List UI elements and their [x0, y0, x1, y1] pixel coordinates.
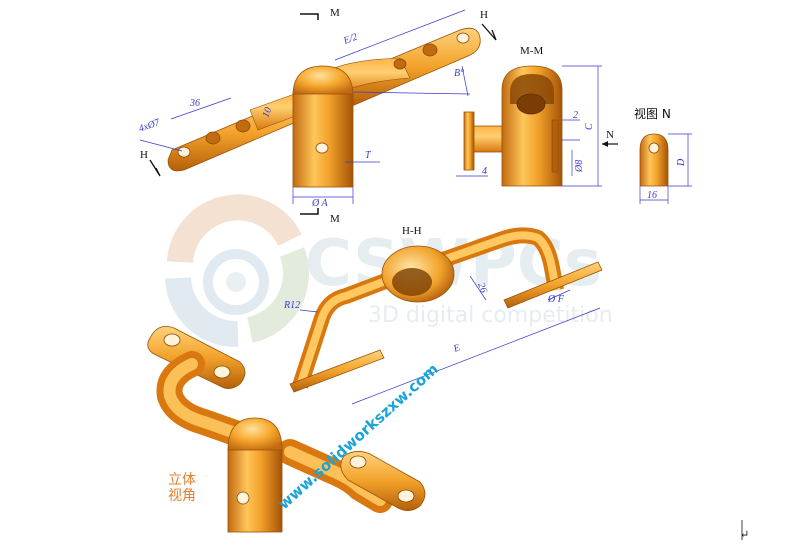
section-arrow-icon	[300, 208, 319, 215]
view-3d-label-1: 立体	[168, 472, 196, 488]
hh-dim-26: 26	[475, 281, 489, 294]
hh-dim-e: E	[451, 342, 462, 355]
hh-left-foot	[289, 349, 385, 393]
section-arrow-icon	[481, 23, 497, 41]
watermark-logo-icon	[165, 194, 309, 348]
n-arrowhead-icon	[602, 141, 608, 147]
hh-dimension-lines	[299, 275, 601, 405]
mm-dim-c: C	[584, 123, 595, 130]
hh-title: H-H	[402, 225, 422, 237]
mm-stub	[473, 125, 503, 153]
3d-hole-icon	[349, 455, 367, 469]
section-m-bottom: M	[330, 213, 340, 225]
view-n-title: 视图 N	[634, 106, 671, 121]
3d-upper-tube-highlight	[163, 358, 244, 440]
section-m-top: M	[330, 7, 340, 19]
mm-dim-2: 2	[573, 110, 578, 121]
post-hole-icon	[315, 142, 329, 154]
view-3d-label-2: 视角	[168, 488, 196, 504]
arrow-n-label: N	[606, 129, 614, 141]
mm-flange	[463, 111, 475, 171]
section-view-hh: H-H R12 26 Ø F E	[283, 225, 603, 405]
section-h-left: H	[140, 149, 148, 161]
view-n-hole-icon	[648, 142, 660, 154]
view-n-tab	[639, 133, 669, 187]
mm-dim-4: 4	[482, 166, 487, 177]
mm-cavity	[510, 74, 554, 104]
view-n: 视图 N D 16	[634, 106, 692, 204]
view-n-dim-16: 16	[647, 190, 657, 201]
3d-hole-icon	[163, 333, 181, 347]
iso-dimension-lines	[139, 9, 471, 204]
mm-title: M-M	[520, 45, 543, 57]
section-view-mm: M-M C 2 Ø8 4 N	[456, 45, 618, 187]
dim-holes: 4xØ7	[137, 117, 162, 135]
3d-post-hole-icon	[236, 491, 250, 505]
3d-central-post	[227, 447, 283, 533]
hole-icon	[456, 32, 470, 44]
hh-tube-inner	[296, 231, 560, 388]
dim-e-half: E/2	[341, 32, 359, 48]
mm-slot	[551, 119, 559, 173]
upper-arm-flange	[344, 27, 481, 107]
hole-icon	[177, 146, 191, 158]
view-n-dim-d: D	[676, 158, 687, 167]
section-h-right: H	[480, 9, 488, 21]
dim-10: 10	[260, 106, 274, 119]
isometric-view-top: E/2 B° 36 4xØ7 10 T Ø A M M H H	[137, 7, 497, 225]
section-arrow-icon	[300, 13, 319, 20]
hh-ball-cavity-icon	[392, 268, 432, 296]
section-arrow-icon	[149, 159, 161, 177]
cursor-mark: ↵	[740, 529, 749, 541]
mm-dimension-lines	[456, 65, 602, 187]
dim-36: 36	[189, 98, 200, 109]
watermark-subtitle: 3D digital competition	[368, 303, 613, 328]
mm-dim-phi8: Ø8	[574, 160, 585, 173]
hh-dim-r12: R12	[283, 300, 300, 311]
view-n-dimension-lines	[639, 133, 692, 204]
mm-bore-icon	[516, 93, 546, 115]
hole-icon	[235, 119, 251, 133]
central-dome	[292, 65, 354, 95]
3d-hole-icon	[397, 489, 415, 503]
dim-t: T	[365, 150, 372, 161]
central-post	[292, 91, 354, 188]
dim-phi-a: Ø A	[311, 198, 329, 209]
isometric-view-3d: 立体 视角	[147, 325, 426, 533]
hole-icon	[393, 58, 407, 70]
dim-b-angle: B°	[454, 68, 464, 79]
hh-dim-phi-f: Ø F	[547, 294, 565, 305]
3d-central-dome	[227, 417, 283, 451]
hole-icon	[422, 43, 438, 57]
hh-right-foot	[503, 261, 603, 309]
hole-icon	[205, 131, 221, 145]
3d-hole-icon	[213, 365, 231, 379]
